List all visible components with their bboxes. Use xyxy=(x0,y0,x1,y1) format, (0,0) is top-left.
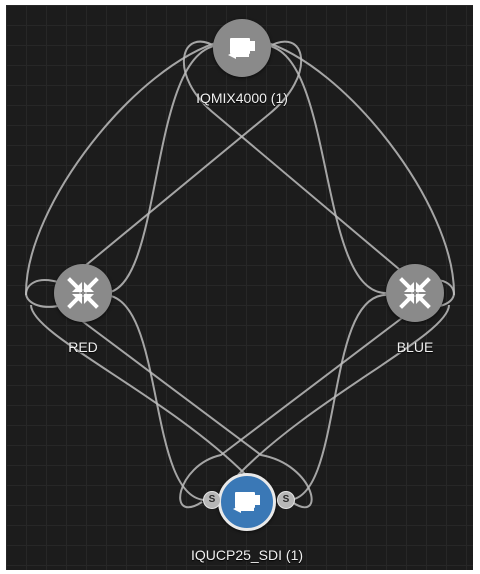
port-s-left[interactable]: S xyxy=(203,491,221,509)
node-label-red: RED xyxy=(68,339,98,355)
link-blue-bottom-2 xyxy=(237,304,450,476)
port-s-right[interactable]: S xyxy=(277,491,295,509)
link-blue-bottom-1 xyxy=(287,294,387,501)
link-top-cross-2 xyxy=(73,40,303,276)
link-red-bottom-2 xyxy=(30,304,247,476)
link-red-bottom-1 xyxy=(103,294,207,501)
node-blue[interactable] xyxy=(386,264,444,322)
node-iqucp25-sdi[interactable] xyxy=(218,473,276,531)
node-red[interactable] xyxy=(54,264,112,322)
link-top-blue-1 xyxy=(261,44,387,294)
node-iqmix4000[interactable] xyxy=(213,19,271,77)
node-label-blue: BLUE xyxy=(396,339,434,355)
node-label-bottom: IQUCP25_SDI (1) xyxy=(190,547,304,563)
link-top-blue-2 xyxy=(261,40,456,308)
connection-lines xyxy=(24,40,456,509)
router-icon xyxy=(67,277,99,309)
node-label-top: IQMIX4000 (1) xyxy=(196,90,288,106)
link-top-cross-1 xyxy=(182,40,407,276)
link-top-red-1 xyxy=(103,44,223,294)
device-icon xyxy=(228,38,255,59)
topology-canvas[interactable]: IQMIX4000 (1) RED xyxy=(6,5,473,570)
link-top-red-2 xyxy=(24,40,223,308)
link-bottom-cross-2 xyxy=(73,314,313,509)
link-bottom-cross-1 xyxy=(179,314,407,509)
device-icon xyxy=(233,492,260,513)
router-icon xyxy=(399,277,431,309)
